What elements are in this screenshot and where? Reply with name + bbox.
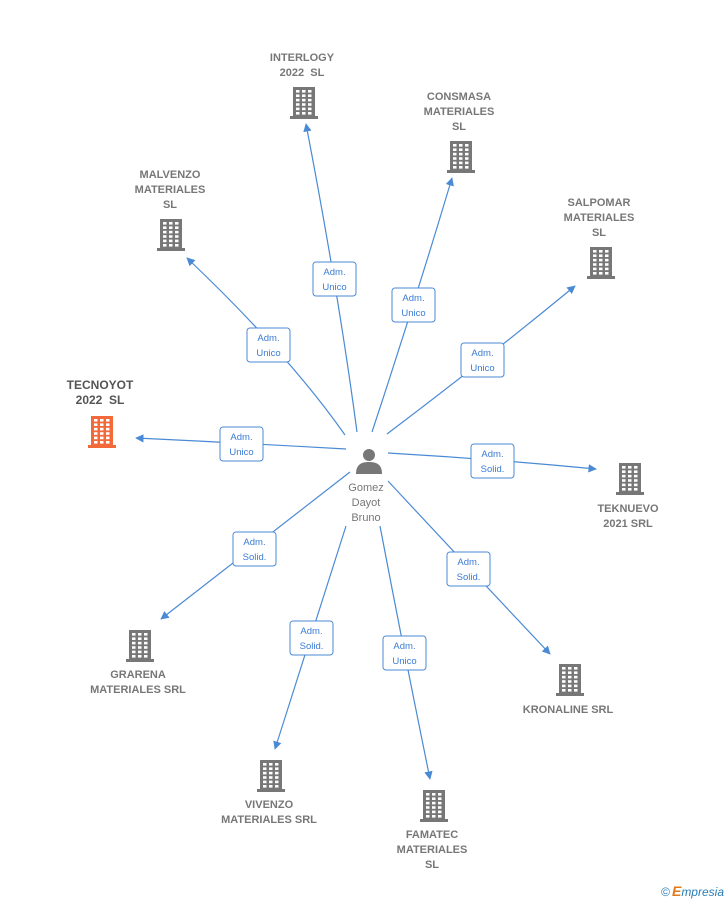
relation-badge-box: [391, 287, 436, 323]
relation-badge-box: [382, 635, 427, 671]
relation-badge-vivenzo[interactable]: Adm. Solid.: [289, 620, 334, 656]
relation-text-2: Unico: [256, 348, 280, 359]
relation-text-2: Solid.: [300, 641, 324, 652]
relation-badge-kronaline[interactable]: Adm. Solid.: [446, 551, 491, 587]
relation-badge-interlogy[interactable]: Adm. Unico: [312, 261, 357, 297]
building-icon: [88, 416, 116, 448]
company-name-line-1: KRONALINE SRL: [523, 704, 614, 716]
relation-text-1: Adm.: [323, 267, 345, 278]
relation-badge-teknuevo[interactable]: Adm. Solid.: [470, 443, 515, 479]
building-icon: [616, 463, 644, 495]
building-icon: [447, 141, 475, 173]
company-name-line-1: INTERLOGY: [270, 52, 335, 64]
company-name-line-2: MATERIALES SRL: [90, 684, 186, 696]
company-node-teknuevo[interactable]: TEKNUEVO 2021 SRL: [597, 463, 659, 530]
empresia-brand[interactable]: ©Empresia: [661, 883, 724, 899]
relation-text-1: Adm.: [257, 333, 279, 344]
relation-badge-box: [219, 426, 264, 462]
company-name-line-1: CONSMASA: [427, 91, 491, 103]
relation-text-2: Unico: [229, 447, 253, 458]
relation-text-1: Adm.: [471, 348, 493, 359]
company-name-line-3: SL: [163, 199, 177, 211]
company-name-line-3: SL: [452, 121, 466, 133]
company-node-interlogy[interactable]: INTERLOGY 2022 SL: [270, 52, 335, 119]
company-name-line-2: MATERIALES SRL: [221, 814, 317, 826]
relation-badge-famatec[interactable]: Adm. Unico: [382, 635, 427, 671]
company-name-line-1: GRARENA: [110, 669, 166, 681]
building-icon: [157, 219, 185, 251]
relation-text-1: Adm.: [300, 626, 322, 637]
relation-badge-box: [460, 342, 505, 378]
relation-badge-malvenzo[interactable]: Adm. Unico: [246, 327, 291, 363]
company-name-line-1: VIVENZO: [245, 799, 294, 811]
relation-text-1: Adm.: [243, 537, 265, 548]
company-name-line-3: SL: [592, 227, 606, 239]
relation-badge-box: [446, 551, 491, 587]
building-icon: [420, 790, 448, 822]
company-node-grarena[interactable]: GRARENA MATERIALES SRL: [90, 630, 186, 696]
relation-badge-box: [312, 261, 357, 297]
company-name-line-2: MATERIALES: [424, 106, 495, 118]
relation-text-1: Adm.: [481, 449, 503, 460]
relation-badge-salpomar[interactable]: Adm. Unico: [460, 342, 505, 378]
relation-badge-box: [289, 620, 334, 656]
relation-text-1: Adm.: [457, 557, 479, 568]
relation-text-1: Adm.: [393, 641, 415, 652]
company-name-line-2: 2022 SL: [280, 67, 325, 79]
company-name-line-1: FAMATEC: [406, 829, 458, 841]
company-name-line-1: MALVENZO: [140, 169, 201, 181]
center-name-line-1: Gomez: [348, 482, 383, 494]
company-node-malvenzo[interactable]: MALVENZO MATERIALES SL: [135, 169, 206, 251]
relation-badge-box: [470, 443, 515, 479]
relation-badge-box: [232, 531, 277, 567]
company-name-line-2: 2021 SRL: [603, 518, 653, 530]
company-name-line-1: TECNOYOT: [67, 378, 134, 392]
relation-badge-consmasa[interactable]: Adm. Unico: [391, 287, 436, 323]
company-node-kronaline[interactable]: KRONALINE SRL: [523, 664, 614, 716]
company-node-salpomar[interactable]: SALPOMAR MATERIALES SL: [564, 197, 635, 279]
brand-name-rest: mpresia: [681, 885, 724, 899]
center-name-line-2: Dayot: [352, 497, 381, 509]
company-name-line-2: MATERIALES: [564, 212, 635, 224]
company-name-line-1: SALPOMAR: [568, 197, 631, 209]
company-name-line-1: TEKNUEVO: [597, 503, 659, 515]
company-name-line-2: MATERIALES: [397, 844, 468, 856]
relation-badge-grarena[interactable]: Adm. Solid.: [232, 531, 277, 567]
company-node-famatec[interactable]: FAMATEC MATERIALES SL: [397, 790, 468, 871]
relation-badge-tecnoyot[interactable]: Adm. Unico: [219, 426, 264, 462]
company-name-line-3: SL: [425, 859, 439, 871]
center-person-node[interactable]: Gomez Dayot Bruno: [348, 449, 384, 524]
company-name-line-2: MATERIALES: [135, 184, 206, 196]
building-icon: [587, 247, 615, 279]
relation-text-2: Unico: [470, 363, 494, 374]
relation-text-2: Unico: [401, 308, 425, 319]
relation-text-2: Unico: [392, 656, 416, 667]
building-icon: [556, 664, 584, 696]
relation-badge-box: [246, 327, 291, 363]
relation-text-2: Solid.: [457, 572, 481, 583]
building-icon: [257, 760, 285, 792]
company-name-line-2: 2022 SL: [76, 393, 125, 407]
person-icon: [356, 449, 382, 474]
center-name-line-3: Bruno: [351, 512, 380, 524]
relation-text-2: Unico: [322, 282, 346, 293]
relation-text-1: Adm.: [230, 432, 252, 443]
building-icon: [126, 630, 154, 662]
company-node-vivenzo[interactable]: VIVENZO MATERIALES SRL: [221, 760, 317, 826]
relation-text-1: Adm.: [402, 293, 424, 304]
building-icon: [290, 87, 318, 119]
relation-text-2: Solid.: [243, 552, 267, 563]
copyright-symbol: ©: [661, 885, 670, 899]
brand-logo-e: E: [671, 883, 682, 899]
relation-text-2: Solid.: [481, 464, 505, 475]
company-node-consmasa[interactable]: CONSMASA MATERIALES SL: [424, 91, 495, 173]
